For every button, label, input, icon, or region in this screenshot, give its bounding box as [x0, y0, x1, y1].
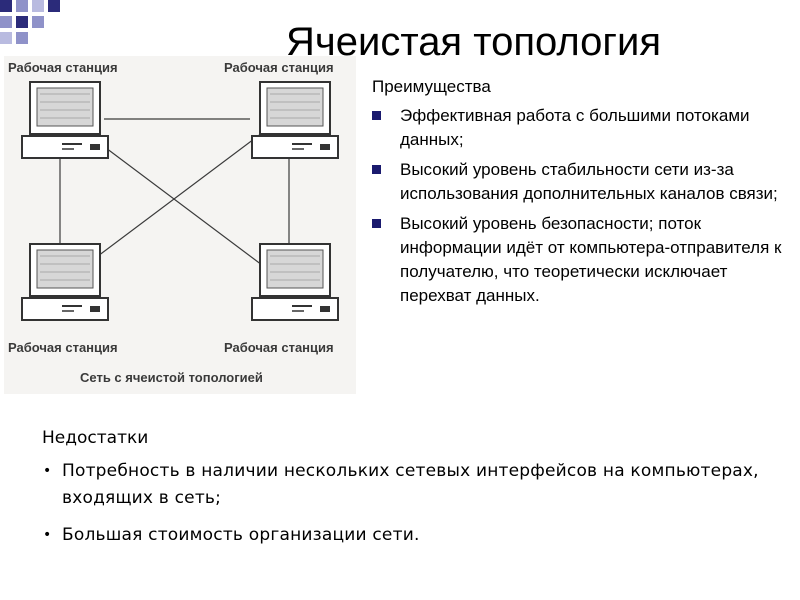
square-bullet-icon	[372, 219, 381, 228]
list-item: • Большая стоимость организации сети.	[42, 522, 792, 549]
workstation-icon	[251, 243, 339, 321]
list-item: Эффективная работа с большими потоками д…	[372, 104, 792, 152]
workstation-label: Рабочая станция	[8, 340, 118, 355]
link-diagonal-2	[81, 129, 267, 269]
disadvantages-heading: Недостатки	[42, 428, 149, 448]
workstation-label: Рабочая станция	[224, 60, 334, 75]
disadvantages-section: Недостатки • Потребность в наличии неско…	[42, 426, 792, 559]
workstation-icon	[21, 243, 109, 321]
corner-decoration	[0, 0, 60, 44]
advantage-text: Эффективная работа с большими потоками д…	[400, 106, 750, 149]
workstation-icon	[251, 81, 339, 159]
list-item: Высокий уровень безопасности; поток инфо…	[372, 212, 792, 308]
square-bullet-icon	[372, 165, 381, 174]
square-bullet-icon	[372, 111, 381, 120]
figure-caption: Сеть с ячеистой топологией	[80, 370, 263, 385]
mesh-diagram	[21, 81, 339, 321]
list-item: Высокий уровень стабильности сети из-за …	[372, 158, 792, 206]
advantages-section: Преимущества Эффективная работа с больши…	[372, 76, 792, 314]
dot-bullet-icon: •	[43, 463, 52, 479]
workstation-icon	[21, 81, 109, 159]
dot-bullet-icon: •	[43, 527, 52, 543]
advantages-list: Эффективная работа с большими потоками д…	[372, 104, 792, 308]
workstation-label: Рабочая станция	[224, 340, 334, 355]
workstation-label: Рабочая станция	[8, 60, 118, 75]
slide-title: Ячеистая топология	[286, 20, 661, 64]
disadvantages-list: • Потребность в наличии нескольких сетев…	[42, 458, 792, 549]
advantages-heading: Преимущества	[372, 77, 491, 96]
advantage-text: Высокий уровень стабильности сети из-за …	[400, 160, 778, 203]
list-item: • Потребность в наличии нескольких сетев…	[42, 458, 792, 512]
disadvantage-text: Потребность в наличии нескольких сетевых…	[62, 461, 759, 508]
advantage-text: Высокий уровень безопасности; поток инфо…	[400, 214, 782, 305]
disadvantage-text: Большая стоимость организации сети.	[62, 525, 420, 545]
mesh-topology-figure: Рабочая станция Рабочая станция Рабочая …	[4, 56, 356, 394]
